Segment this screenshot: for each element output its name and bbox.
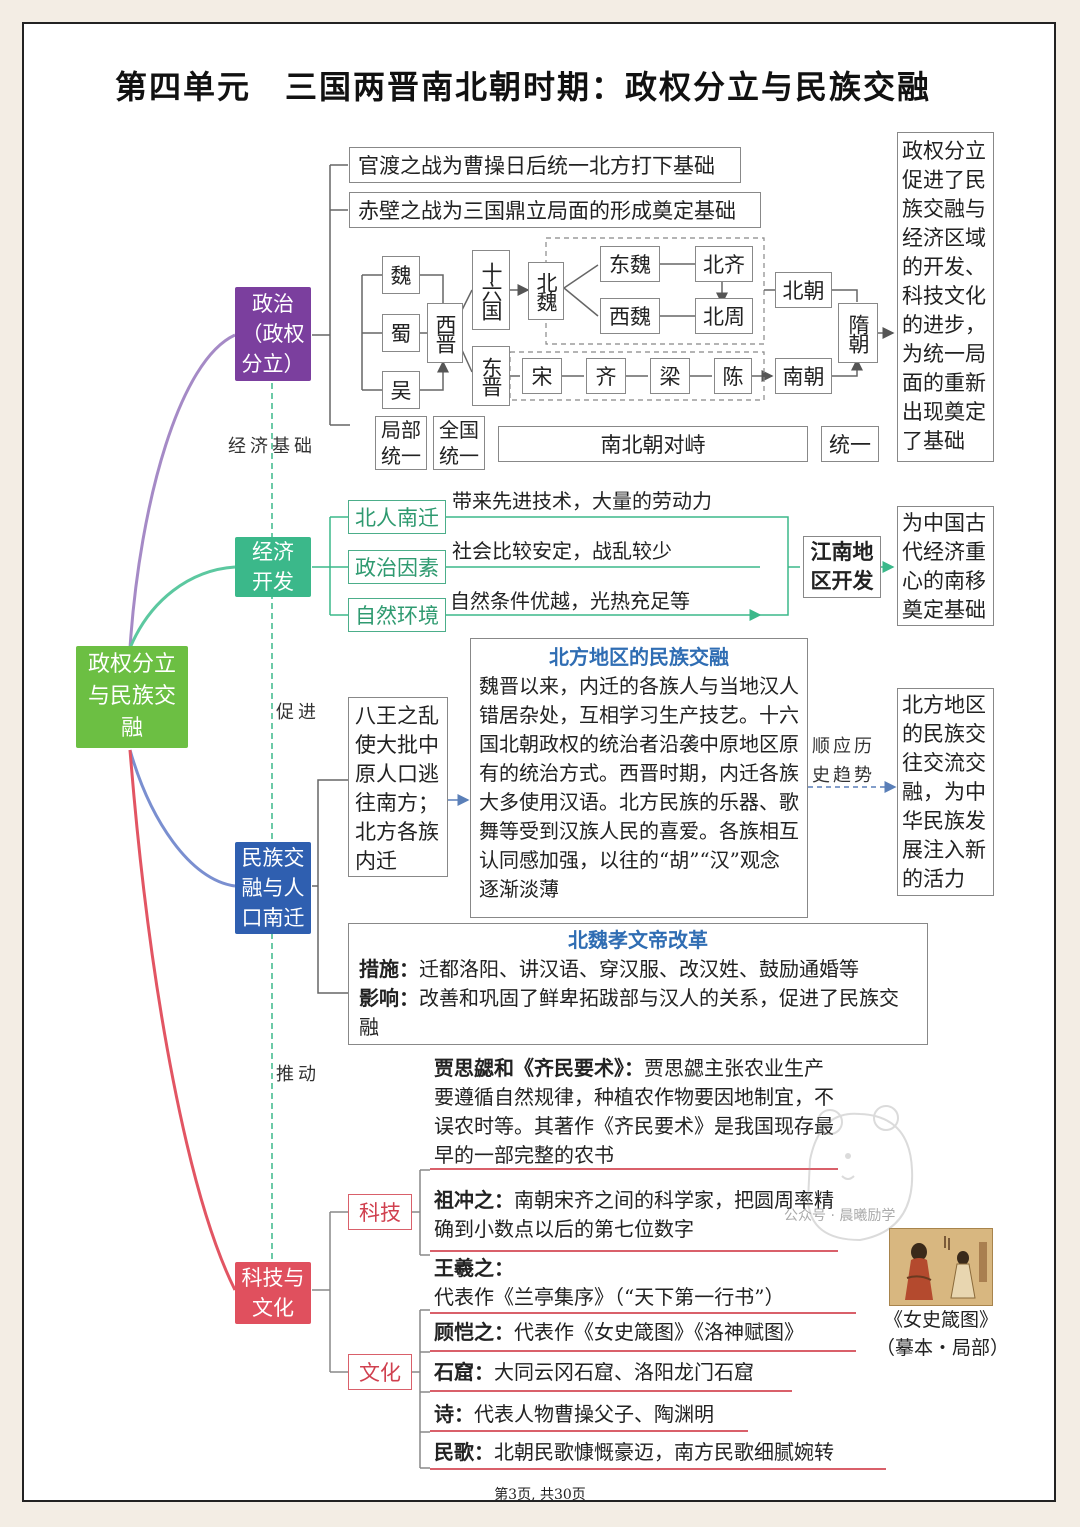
category-politics: 政治（政权分立）: [235, 287, 311, 381]
state-qi: 齐: [586, 358, 626, 394]
label-drive: 推动: [276, 1064, 320, 1085]
zu-chongzhi-entry: 祖冲之：南朝宋齐之间的科学家，把圆周率精确到小数点以后的第七位数字: [434, 1186, 836, 1244]
northern-integration-box: 北方地区的民族交融 魏晋以来，内迁的各族人与当地汉人错居杂处，互相学习生产技艺。…: [470, 638, 808, 918]
sui-dynasty: 隋朝: [838, 303, 878, 363]
state-northern-wei: 北魏: [528, 262, 564, 320]
factor-natural: 自然环境: [348, 598, 446, 632]
unification: 统一: [821, 426, 879, 462]
folk-songs-name: 民歌：: [434, 1440, 494, 1464]
folk-songs-entry: 民歌：北朝民歌慷慨豪迈，南方民歌细腻婉转: [434, 1438, 834, 1467]
measures-text: 迁都洛阳、讲汉语、穿汉服、改汉姓、鼓励通婚等: [419, 957, 859, 981]
divider-3: [430, 1312, 856, 1314]
bear-outline-icon: [806, 1105, 914, 1242]
divider-6: [430, 1430, 748, 1432]
factor-northern-migration: 北人南迁: [348, 500, 446, 534]
reform-box: 北魏孝文帝改革 措施：迁都洛阳、讲汉语、穿汉服、改汉姓、鼓励通婚等 影响：改善和…: [348, 923, 928, 1045]
southern-dynasties: 南朝: [775, 358, 832, 394]
partial-unity: 局部统一: [375, 416, 427, 470]
economy-conclusion: 为中国古代经济重心的南移奠定基础: [897, 506, 994, 626]
divider-7: [430, 1468, 886, 1470]
divider-1: [430, 1168, 838, 1170]
jia-sixie-entry: 贾思勰和《齐民要术》：贾思勰主张农业生产要遵循自然规律，种植农作物要因地制宜，不…: [434, 1054, 836, 1170]
battle-chibi: 赤壁之战为三国鼎立局面的形成奠定基础: [349, 192, 761, 228]
grottoes-name: 石窟：: [434, 1360, 494, 1384]
jia-sixie-name: 贾思勰和《齐民要术》：: [434, 1056, 644, 1080]
science-tech-label: 科技: [348, 1194, 412, 1230]
page-footer: 第3页, 共30页: [494, 1487, 586, 1503]
grottoes-entry: 石窟：大同云冈石窟、洛阳龙门石窟: [434, 1358, 754, 1387]
gu-kaizhi-name: 顾恺之：: [434, 1320, 514, 1344]
state-northern-qi: 北齐: [695, 246, 753, 282]
factor-migration-text: 带来先进技术，大量的劳动力: [452, 489, 712, 513]
category-science: 科技与文化: [235, 1262, 311, 1324]
painting-caption: 《女史箴图》 （摹本・局部）: [876, 1306, 1010, 1362]
wang-xizhi-name: 王羲之：: [434, 1256, 514, 1280]
factor-natural-text: 自然条件优越，光热充足等: [450, 589, 690, 613]
battle-guandu: 官渡之战为曹操日后统一北方打下基础: [349, 147, 741, 183]
poetry-text: 代表人物曹操父子、陶渊明: [474, 1402, 714, 1426]
ethnic-conclusion: 北方地区的民族交往交流交融，为中华民族发展注入新的活力: [897, 688, 994, 896]
jia-sixie-text: 贾思勰主张农业生产要遵循自然规律，种植农作物要因地制宜，不误农时等。其著作《齐民…: [434, 1056, 834, 1167]
page-title: 第四单元 三国两晋南北朝时期：政权分立与民族交融: [115, 68, 932, 106]
painting-caption-line1: 《女史箴图》: [883, 1309, 998, 1331]
category-ethnic: 民族交融与人口南迁: [235, 842, 311, 934]
state-western-wei: 西魏: [600, 298, 660, 334]
factor-political-text: 社会比较安定，战乱较少: [452, 539, 672, 563]
factor-political: 政治因素: [348, 550, 446, 584]
impact-label: 影响：: [359, 986, 419, 1010]
state-song: 宋: [522, 358, 562, 394]
label-promote: 促进: [276, 702, 320, 723]
watermark-text: 公众号 · 晨曦励学: [784, 1208, 896, 1224]
gu-kaizhi-text: 代表作《女史箴图》《洛神赋图》: [514, 1320, 804, 1344]
state-wu: 吴: [382, 371, 420, 409]
state-liang: 梁: [650, 358, 690, 394]
divider-5: [430, 1390, 792, 1392]
wang-xizhi-text: 代表作《兰亭集序》（“天下第一行书”）: [434, 1285, 785, 1309]
divider-4: [430, 1350, 856, 1352]
state-western-jin: 西晋: [427, 303, 463, 363]
wang-xizhi-entry: 王羲之： 代表作《兰亭集序》（“天下第一行书”）: [434, 1254, 862, 1312]
state-shu: 蜀: [382, 314, 420, 352]
grottoes-text: 大同云冈石窟、洛阳龙门石窟: [494, 1360, 754, 1384]
jiangnan-development: 江南地区开发: [803, 536, 881, 598]
root-node: 政权分立与民族交融: [76, 646, 188, 748]
painting-caption-line2: （摹本・局部）: [876, 1337, 1010, 1359]
painting-image: [888, 1227, 994, 1307]
divider-2: [430, 1250, 838, 1252]
watermark-bear-icon: [790, 1100, 920, 1250]
northern-integration-text: 魏晋以来，内迁的各族人与当地汉人错居杂处，互相学习生产技艺。十六国北朝政权的统治…: [479, 674, 799, 901]
label-follow-trend: 顺应历史趋势: [812, 736, 875, 786]
zu-chongzhi-text: 南朝宋齐之间的科学家，把圆周率精确到小数点以后的第七位数字: [434, 1188, 834, 1241]
reform-measures: 措施：迁都洛阳、讲汉语、穿汉服、改汉姓、鼓励通婚等: [359, 955, 917, 984]
poetry-name: 诗：: [434, 1402, 474, 1426]
reform-impact: 影响：改善和巩固了鲜卑拓跋部与汉人的关系，促进了民族交融: [359, 984, 917, 1042]
folk-songs-text: 北朝民歌慷慨豪迈，南方民歌细腻婉转: [494, 1440, 834, 1464]
national-unity: 全国统一: [433, 416, 485, 470]
measures-label: 措施：: [359, 957, 419, 981]
poetry-entry: 诗：代表人物曹操父子、陶渊明: [434, 1400, 714, 1429]
science-culture-label: 文化: [348, 1354, 412, 1390]
gu-kaizhi-entry: 顾恺之：代表作《女史箴图》《洛神赋图》: [434, 1318, 804, 1347]
northern-integration-title: 北方地区的民族交融: [549, 645, 729, 669]
label-econ-basis: 经济基础: [228, 436, 316, 457]
state-eastern-wei: 东魏: [600, 246, 660, 282]
zu-chongzhi-name: 祖冲之：: [434, 1188, 514, 1212]
north-south-confrontation: 南北朝对峙: [498, 426, 808, 462]
reform-title: 北魏孝文帝改革: [568, 928, 708, 952]
impact-text: 改善和巩固了鲜卑拓跋部与汉人的关系，促进了民族交融: [359, 986, 899, 1039]
state-wei: 魏: [382, 256, 420, 294]
migration-box: 八王之乱使大批中原人口逃往南方；北方各族内迁: [348, 697, 448, 877]
state-eastern-jin: 东晋: [472, 346, 510, 406]
state-chen: 陈: [714, 358, 752, 394]
category-economy: 经济开发: [235, 537, 311, 597]
state-northern-zhou: 北周: [695, 298, 753, 334]
state-sixteen-kingdoms: 十六国: [472, 250, 510, 330]
northern-dynasties: 北朝: [775, 272, 832, 308]
politics-conclusion: 政权分立促进了民族交融与经济区域的开发、科技文化的进步，为统一局面的重新出现奠定…: [897, 132, 994, 462]
painting-art: [888, 1227, 994, 1307]
